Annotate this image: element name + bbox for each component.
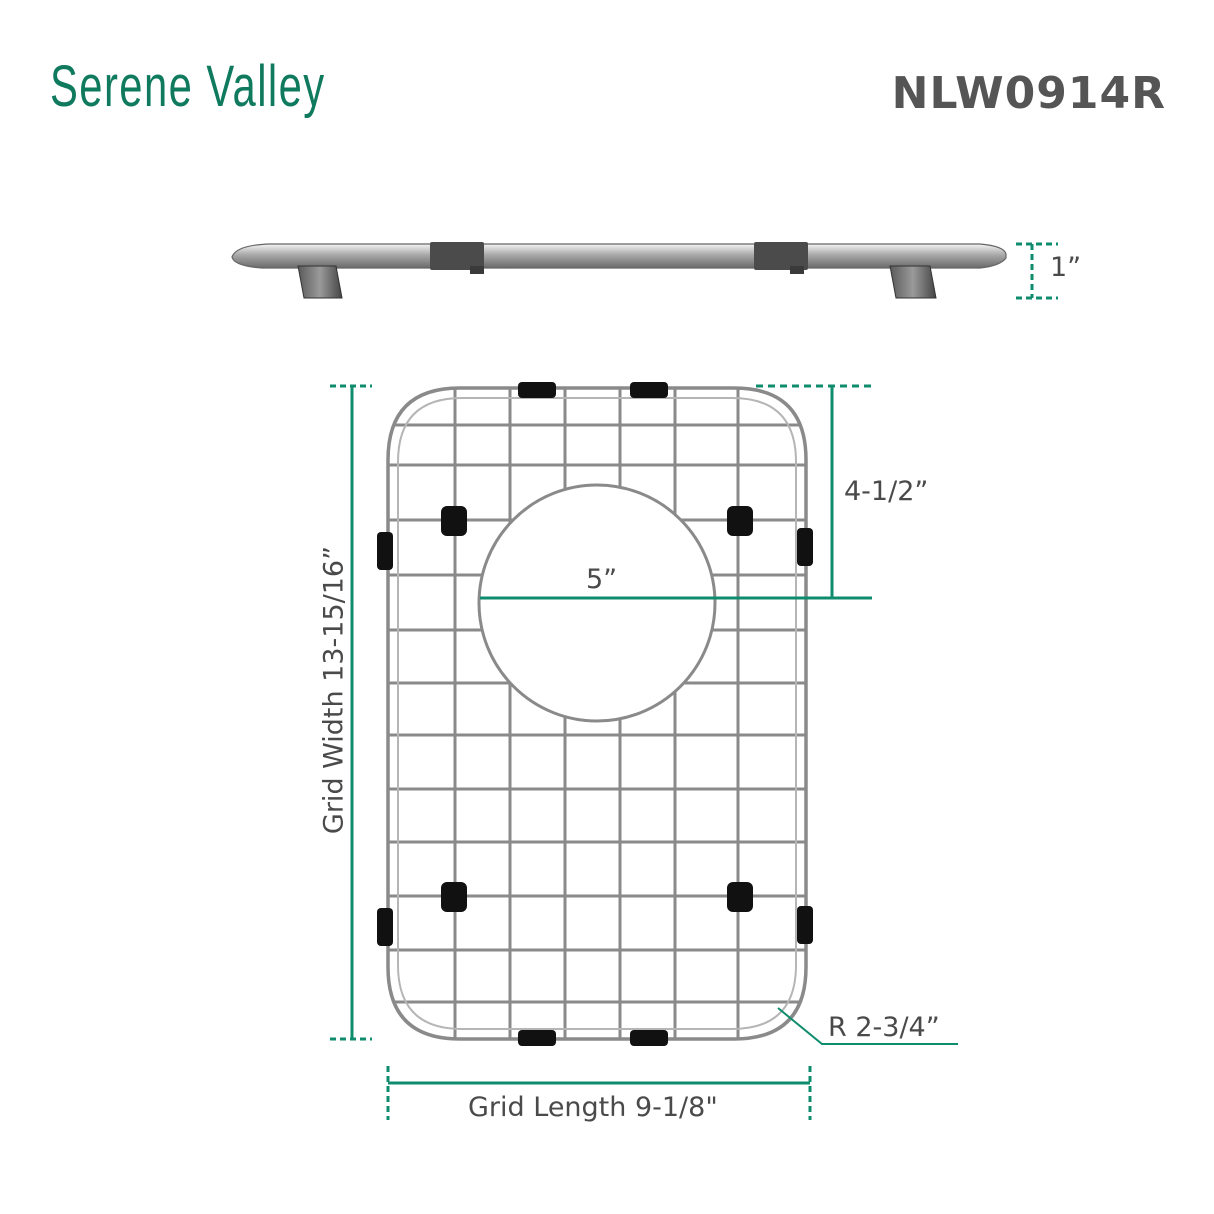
grid-width-label: Grid Width 13-15/16” — [318, 545, 350, 835]
grid-length-label: Grid Length 9-1/8" — [468, 1092, 718, 1123]
side-view — [231, 242, 1007, 299]
height-label: 1” — [1050, 252, 1082, 283]
brand-logo: Serene Valley — [50, 54, 326, 119]
bumpers — [377, 382, 813, 1046]
model-number: NLW0914R — [891, 68, 1166, 119]
height-dimension — [1016, 242, 1058, 300]
corner-radius-leader — [777, 1007, 958, 1045]
grid-length-dimension — [386, 1066, 812, 1120]
drain-diameter-label: 5” — [586, 564, 618, 595]
grid-width-dimension — [330, 384, 372, 1041]
grid-top-view — [386, 386, 808, 1041]
corner-radius-label: R 2-3/4” — [828, 1012, 940, 1043]
drain-offset-dimension — [712, 384, 876, 600]
drain-offset-label: 4-1/2” — [844, 476, 929, 507]
